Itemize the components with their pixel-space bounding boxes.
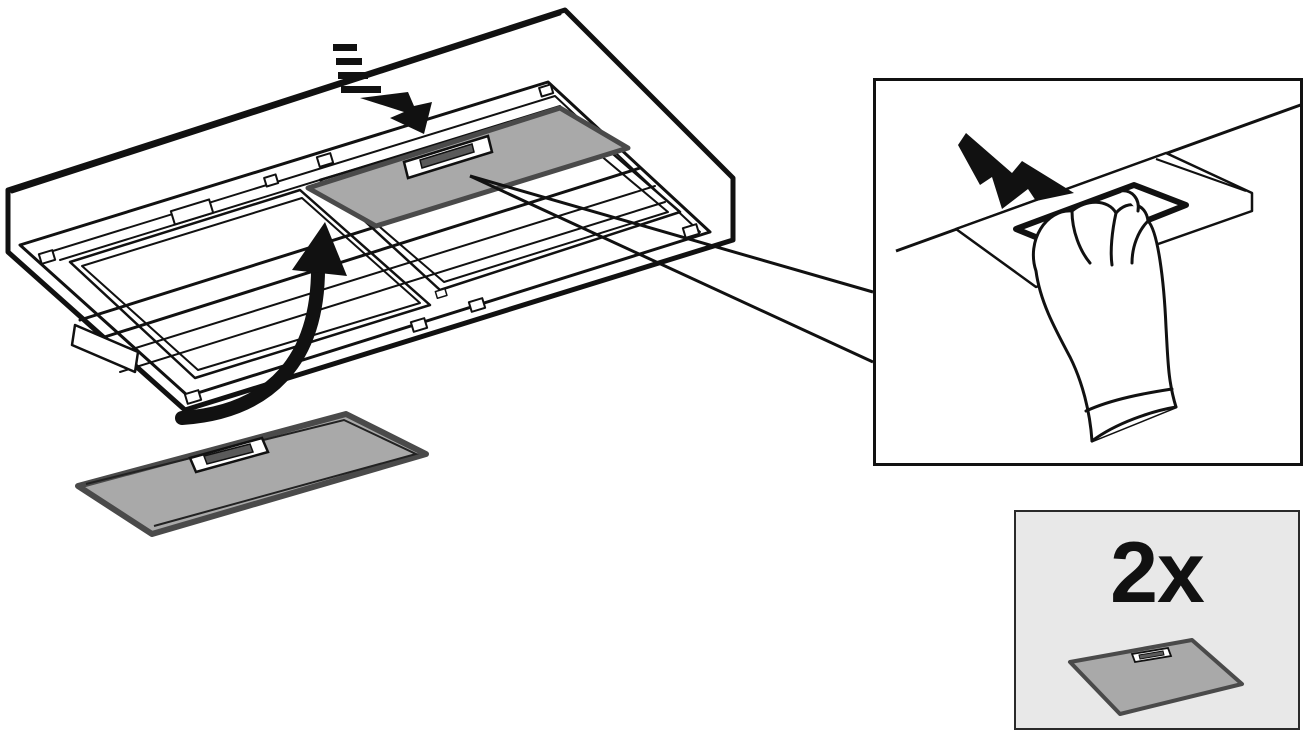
filter-quantity-icon: [1068, 638, 1244, 716]
push-arrow-icon: [333, 44, 432, 134]
curved-insert-arrow-icon: [175, 222, 347, 425]
detail-inset: [873, 78, 1303, 466]
loose-grease-filter: [75, 411, 429, 537]
quantity-box: 2x: [1014, 510, 1300, 730]
quantity-label: 2x: [1110, 525, 1205, 621]
hand-pressing-latch-illustration: [895, 103, 1300, 443]
installed-filter: [305, 105, 631, 229]
zoom-callout-lines: [469, 174, 874, 364]
hand-icon: [1031, 189, 1178, 443]
press-arrow-icon: [958, 133, 1074, 209]
